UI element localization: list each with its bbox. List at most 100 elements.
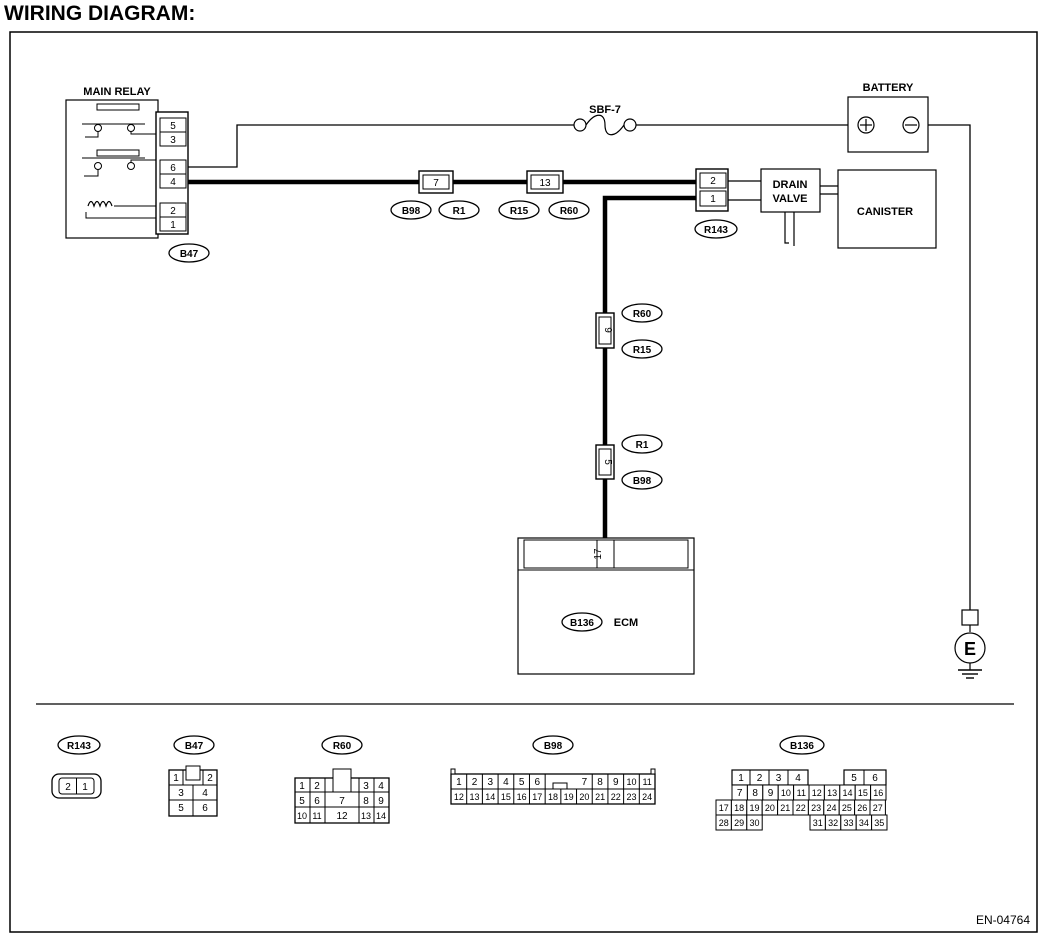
connector-face-b47: B47 1 2 3 4 5 6	[168, 735, 218, 817]
face-b98-pin: 12	[454, 792, 464, 802]
face-b98-pin: 13	[470, 792, 480, 802]
face-b136-pin: 21	[780, 803, 790, 813]
face-b47-pin: 4	[202, 788, 208, 799]
canister-label: CANISTER	[857, 206, 913, 218]
face-r143-name: R143	[67, 741, 91, 752]
face-b98-pin: 18	[548, 792, 558, 802]
face-r60-pin: 7	[339, 796, 345, 807]
face-b98-pin: 22	[611, 792, 621, 802]
face-b136-pin: 23	[811, 803, 821, 813]
diagram-frame	[9, 31, 1038, 933]
drain-valve-pin-2: 2	[710, 176, 716, 187]
face-b136-pin: 28	[719, 818, 729, 828]
ref-r15-vert: R15	[633, 345, 652, 356]
face-b136-pin: 4	[795, 773, 801, 784]
drain-valve-pin-1: 1	[710, 194, 716, 205]
face-b136-pin: 3	[776, 773, 782, 784]
relay-connector-ref: B47	[180, 249, 199, 260]
face-b98-pin: 24	[642, 792, 652, 802]
face-b136-pin: 5	[851, 773, 857, 784]
face-r60-name: R60	[333, 741, 352, 752]
face-r60-pin: 1	[299, 781, 305, 792]
face-r60-pin: 11	[312, 811, 321, 821]
drain-valve-label-1: DRAIN	[773, 179, 808, 191]
drain-valve-label-2: VALVE	[772, 193, 807, 205]
fuse-sbf7: SBF-7	[573, 104, 637, 136]
ground: E	[954, 609, 986, 679]
face-r60-pin: 2	[314, 781, 320, 792]
face-b136-pin: 22	[796, 803, 806, 813]
inline-pin-7: 7	[433, 178, 439, 189]
face-b98-name: B98	[544, 741, 563, 752]
face-b98-pin: 16	[517, 792, 527, 802]
face-b136-pin: 2	[757, 773, 763, 784]
face-r60-pin: 6	[314, 796, 320, 807]
battery-label: BATTERY	[863, 82, 914, 94]
face-b136-pin: 14	[842, 788, 852, 798]
ecm-pin-17: 17	[593, 548, 604, 560]
face-b136-pin: 27	[873, 803, 883, 813]
inline-connector-7: 7 B98 R1	[390, 170, 480, 220]
face-b136-cell	[746, 814, 763, 831]
face-b98-pin: 23	[626, 792, 636, 802]
face-b136-pin: 26	[857, 803, 867, 813]
face-b98-pin: 3	[487, 777, 493, 788]
face-b136-pin: 33	[843, 818, 853, 828]
ref-r15-top: R15	[510, 206, 529, 217]
face-r60-pin: 13	[361, 811, 371, 821]
face-r60-pin: 8	[363, 796, 369, 807]
face-r60-pin: 12	[336, 811, 348, 822]
face-b136-pin: 35	[874, 818, 884, 828]
inline-pin-5: 5	[602, 459, 613, 465]
face-b47-pin: 2	[207, 773, 213, 784]
ref-r1-top: R1	[453, 206, 466, 217]
ref-b98-top: B98	[402, 206, 421, 217]
face-r60-pin: 9	[378, 796, 384, 807]
figure-id: EN-04764	[976, 913, 1030, 927]
battery: BATTERY	[847, 82, 929, 153]
relay-pin-5: 5	[170, 121, 176, 132]
face-b98-pin: 2	[472, 777, 478, 788]
face-b136-pin: 19	[749, 803, 759, 813]
relay-pin-2: 2	[170, 206, 176, 217]
face-b136-pin: 20	[765, 803, 775, 813]
face-b98-pin: 8	[597, 777, 603, 788]
face-b136-pin: 17	[719, 803, 729, 813]
relay-pin-4: 4	[170, 177, 176, 188]
face-b136-pin: 18	[734, 803, 744, 813]
face-b136-pin: 9	[768, 788, 774, 799]
main-relay: MAIN RELAY 5 3 6 4 2 1 B47	[65, 86, 210, 263]
face-b98-pin: 1	[456, 777, 462, 788]
inline-pin-13: 13	[539, 178, 551, 189]
face-b136-pin: 15	[858, 788, 868, 798]
wires	[188, 124, 971, 610]
face-b47-pin: 3	[178, 788, 184, 799]
face-b136-pin: 29	[734, 818, 744, 828]
ref-r60-top: R60	[560, 206, 579, 217]
face-b136-pin: 30	[749, 818, 759, 828]
face-r60-pin: 14	[376, 811, 386, 821]
face-b136-pin: 25	[842, 803, 852, 813]
ecm-label: ECM	[614, 617, 638, 629]
ref-b98-vert: B98	[633, 476, 652, 487]
ref-b136-ecm: B136	[570, 618, 594, 629]
face-b136-pin: 6	[872, 773, 878, 784]
face-b47-name: B47	[185, 741, 204, 752]
face-b98-pin: 21	[595, 792, 605, 802]
face-b136-pin: 13	[827, 788, 837, 798]
relay-pin-3: 3	[170, 135, 176, 146]
face-b98-pin: 4	[503, 777, 509, 788]
face-b98-pin: 14	[485, 792, 495, 802]
face-b136-pin: 12	[812, 788, 822, 798]
face-r60-pin: 4	[378, 781, 384, 792]
connector-face-r60: R60 1 2 3 4 5 6 7 8 9 10 11 12 13 14	[294, 735, 390, 824]
canister: CANISTER	[837, 169, 937, 249]
ecm: 17 B136 ECM	[517, 537, 695, 675]
face-b136-pin: 24	[826, 803, 836, 813]
face-b98-pin: 5	[519, 777, 525, 788]
face-b98-pin: 19	[564, 792, 574, 802]
face-b47-pin: 5	[178, 803, 184, 814]
